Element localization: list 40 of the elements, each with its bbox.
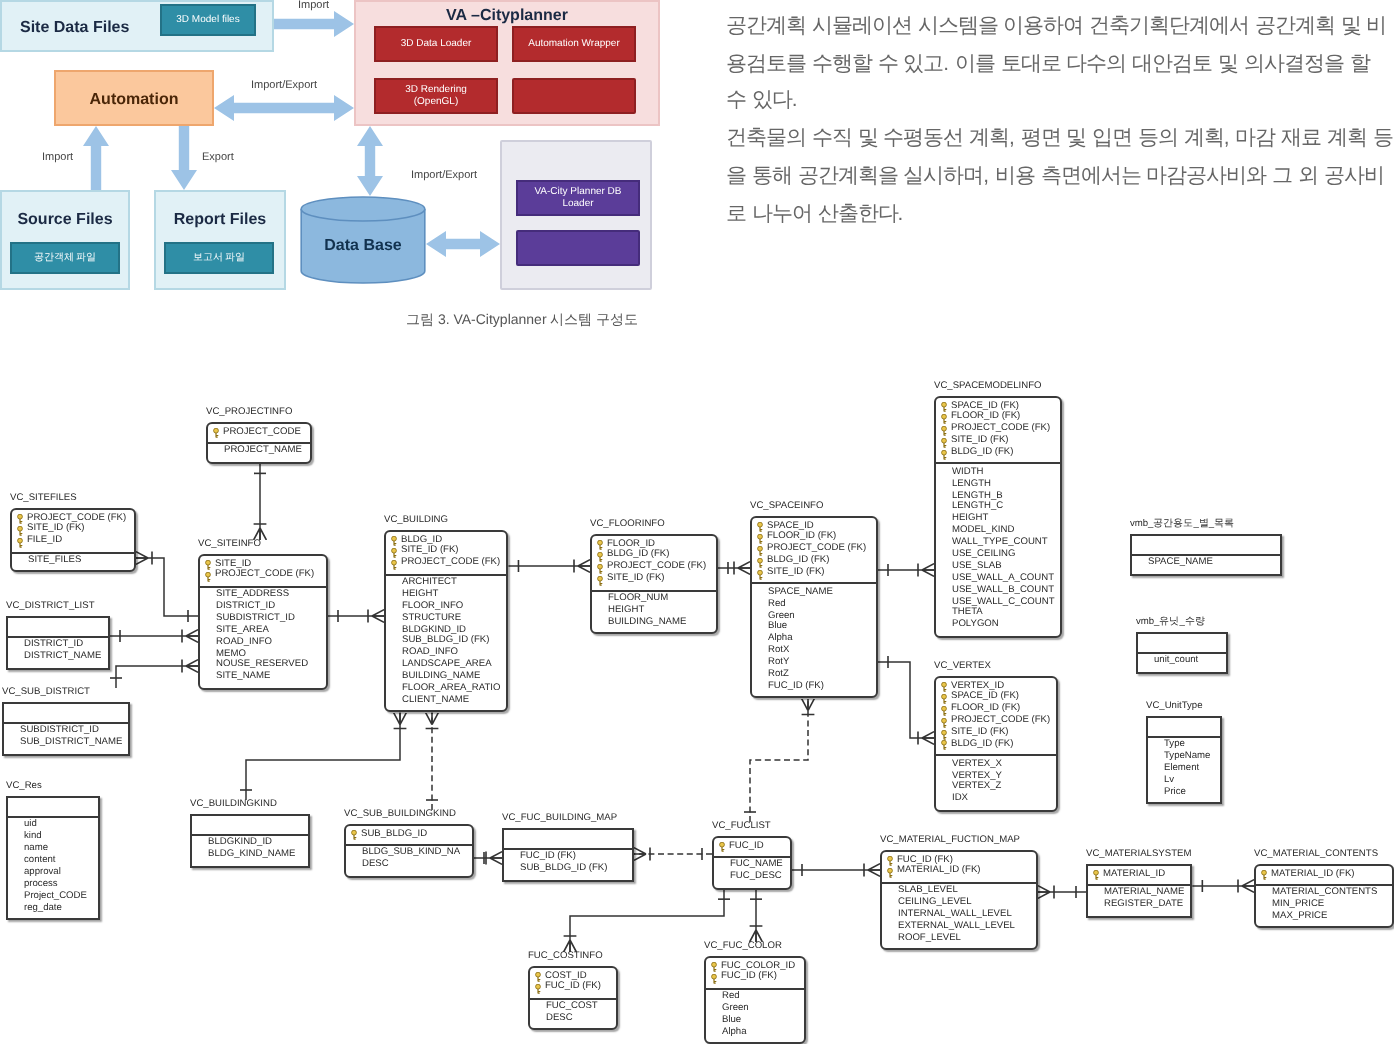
relationship-line: [633, 846, 713, 862]
relationship-line: [135, 550, 199, 623]
group-panel: [500, 140, 652, 290]
relationship-line: [791, 862, 881, 878]
relationship-line: [1037, 884, 1087, 900]
group-title: Site Data Files: [20, 18, 130, 36]
relationship-line: [1191, 878, 1255, 894]
block-arrow: [171, 126, 197, 190]
block-arrow: [214, 95, 354, 121]
group-title: Source Files: [17, 210, 113, 228]
group-panel: [0, 190, 130, 290]
relationship-line: [109, 658, 199, 689]
block-arrow: [426, 231, 500, 257]
group-panel: [154, 190, 286, 290]
relationship-line: [748, 888, 764, 943]
relationship-line: [717, 560, 751, 576]
relationship-line: [507, 558, 591, 574]
block-arrow: [83, 126, 109, 190]
block-arrow: [357, 126, 383, 196]
group-panel: [354, 0, 660, 126]
body-paragraph: 건축물의 수직 및 수평동선 계획, 평면 및 입면 등의 계획, 마감 재료 계획 등을 통해 공간계획을 실시하며, 비용 측면에서는 마감공사비와 그 외 공사비로 나누어 산출한다.: [726, 125, 1394, 230]
block-arrow: [274, 11, 354, 37]
node-label: Data Base: [324, 236, 402, 254]
relationship-line: [424, 711, 440, 811]
module-box: [512, 78, 636, 114]
relationship-line: [743, 697, 816, 823]
relationship-line: [562, 888, 731, 953]
body-paragraph: 공간계획 시뮬레이션 시스템을 이용하여 건축기획단계에서 공간계획 및 비용검토를 수행할 수 있고. 이를 토대로 다수의 대안검토 및 의사결정을 할 수 있다.: [726, 13, 1389, 117]
relationship-line: [239, 711, 408, 801]
relationship-line: [327, 608, 385, 624]
relationship-line: [109, 628, 199, 644]
relationship-line: [473, 850, 503, 866]
relationship-line: [877, 655, 935, 746]
group-panel: [0, 0, 274, 52]
module-box: [516, 230, 640, 266]
relationship-line: [877, 562, 935, 578]
group-title: VA –Cityplanner: [446, 6, 568, 24]
process-box: Automation: [54, 70, 214, 126]
group-title: Report Files: [173, 210, 267, 228]
relationship-line: [252, 462, 268, 541]
